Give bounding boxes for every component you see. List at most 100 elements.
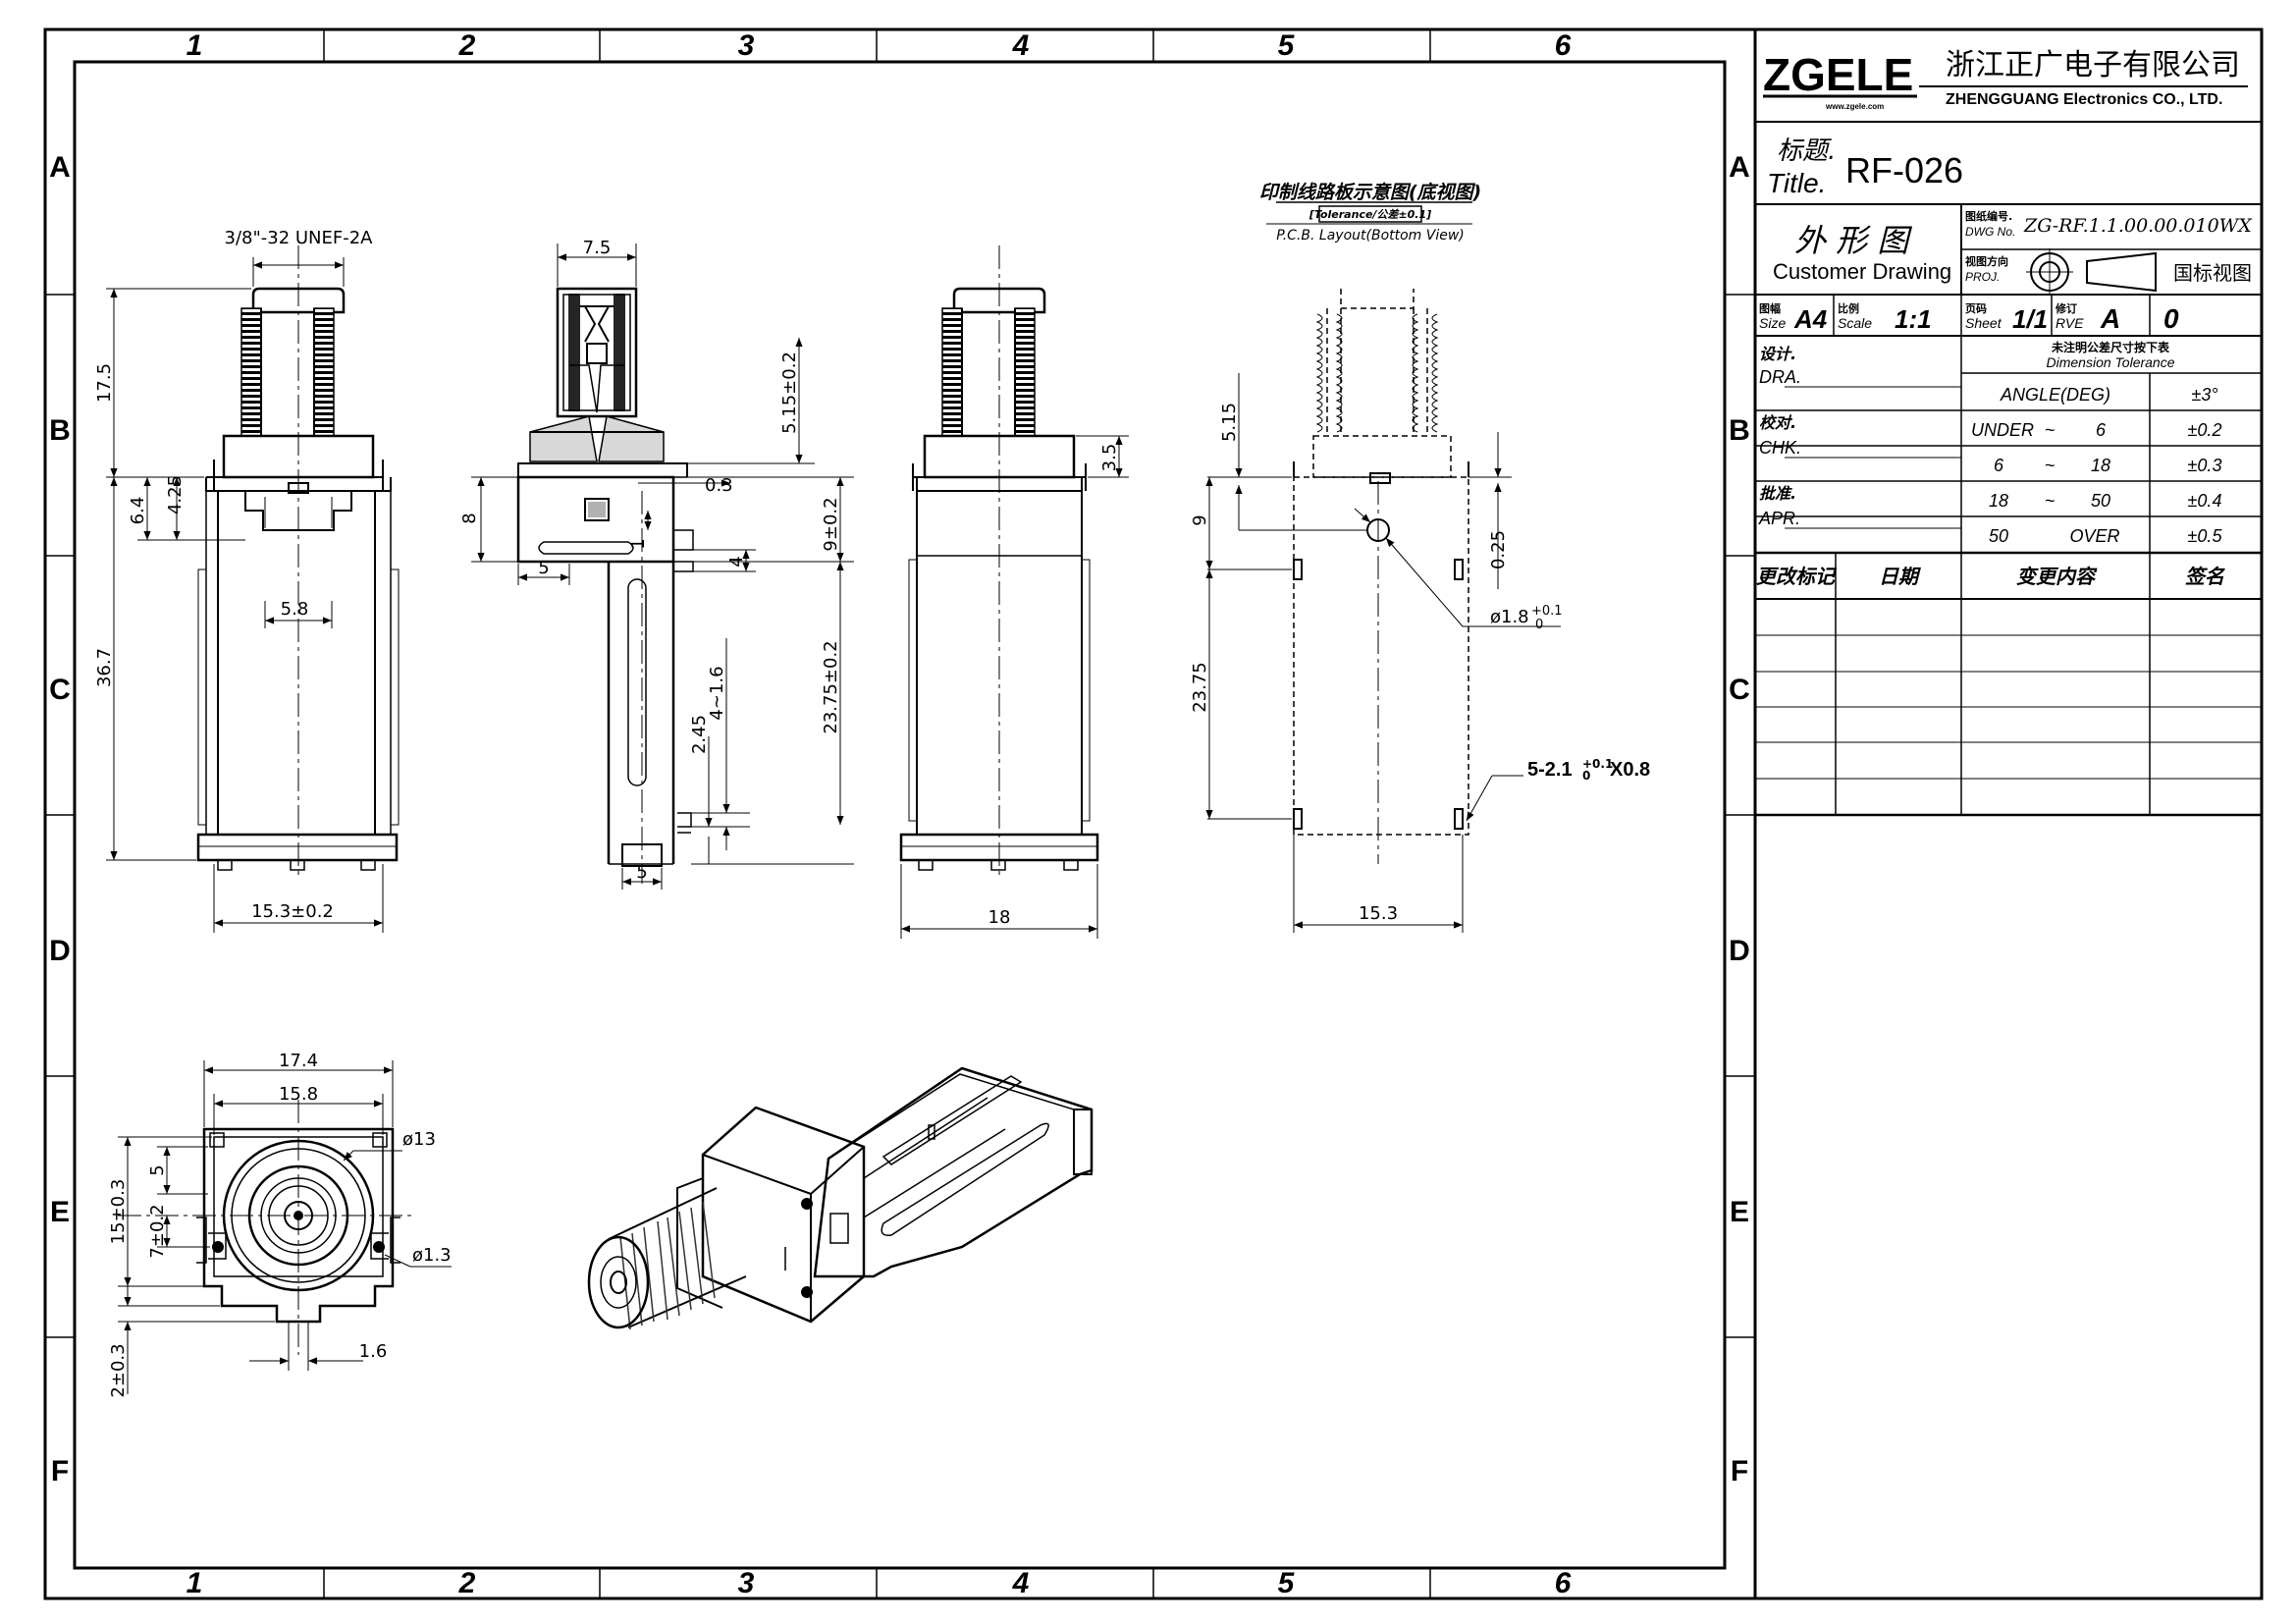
row-label-f-right: F (1731, 1455, 1748, 1488)
sheet-label-cn: 页码 (1965, 302, 1987, 315)
col-label-5: 5 (1278, 29, 1296, 62)
tol-row-2-sep: ~ (2045, 456, 2056, 475)
front-dim-36-7: 36.7 (94, 648, 115, 687)
company-name-en: ZHENGGUANG Electronics CO., LTD. (1946, 91, 2222, 108)
front-dim-15-3: 15.3±0.2 (251, 901, 334, 922)
row-label-e: E (50, 1196, 70, 1228)
pcb-view (1205, 289, 1561, 933)
dwg-no-label-cn: 图纸编号. (1965, 209, 2012, 223)
side-dim-8: 8 (459, 513, 480, 523)
pcb-dim-hole: ø1.8 (1490, 607, 1529, 627)
change-header-content: 变更内容 (2016, 565, 2098, 588)
scale-value: 1:1 (1895, 304, 1932, 334)
dwg-no-value: ZG-RF.1.1.00.00.010WX (2023, 215, 2253, 237)
col-label-4-bottom: 4 (1012, 1567, 1030, 1599)
front-dim-4-25: 4.25 (165, 475, 186, 514)
proj-label-en: PROJ. (1965, 270, 2000, 284)
title-value: RF-026 (1845, 150, 1963, 190)
col-label-5-bottom: 5 (1278, 1567, 1296, 1599)
size-value: A4 (1793, 304, 1828, 334)
tol-row-2-to: 18 (2091, 456, 2110, 475)
company-logo: ZGELE (1763, 49, 1913, 100)
role-apr-cn: 批准. (1759, 484, 1796, 503)
side-dim-5a: 5 (538, 558, 549, 578)
tol-row-4-from: 50 (1989, 526, 2008, 546)
row-label-c-right: C (1729, 674, 1750, 706)
top-dim-7: 7±0.2 (147, 1204, 168, 1258)
tol-row-3-to: 50 (2091, 491, 2110, 511)
tol-row-1-sep: ~ (2045, 420, 2056, 440)
front-dim-5-8: 5.8 (281, 599, 309, 620)
top-dim-1-3: ø1.3 (412, 1245, 452, 1266)
pcb-dim-hole-tol2: 0 (1535, 618, 1543, 632)
tol-row-3-from: 18 (1989, 491, 2008, 511)
pcb-dim-23-75: 23.75 (1190, 662, 1210, 713)
side-view (471, 243, 854, 890)
rev-label-en: RVE (2056, 315, 2084, 331)
change-header-sign: 签名 (2185, 565, 2225, 588)
company-name-cn: 浙江正广电子有限公司 (1946, 48, 2240, 82)
tolerance-header-cn: 未注明公差尺寸按下表 (2051, 340, 2170, 354)
pcb-slots-tol2: 0 (1582, 769, 1590, 783)
drawing-type-cn: 外 形 图 (1794, 222, 1912, 259)
role-dra-en: DRA. (1759, 367, 1801, 387)
pcb-slots-x: X0.8 (1610, 759, 1650, 781)
col-label-4: 4 (1012, 29, 1030, 62)
top-view (118, 1060, 452, 1394)
proj-label-cn: 视图方向 (1965, 254, 2008, 268)
col-label-1-bottom: 1 (187, 1567, 203, 1599)
pcb-slots: 5-2.1 (1527, 759, 1573, 781)
pcb-dim-5-15: 5.15 (1219, 403, 1240, 442)
title-label-cn: 标题. (1777, 136, 1836, 166)
side-dim-2-45: 2.45 (689, 715, 710, 754)
row-label-d: D (49, 935, 71, 967)
side-dim-9: 9±0.2 (821, 497, 841, 551)
isometric-view (587, 1066, 1094, 1330)
pcb-slots-tol: +0.1 (1582, 757, 1613, 771)
tol-row-3-tol: ±0.4 (2188, 491, 2222, 511)
company-url: www.zgele.com (1825, 102, 1884, 111)
tolerance-header-en: Dimension Tolerance (2047, 354, 2175, 370)
row-label-a: A (49, 151, 71, 184)
top-dim-5: 5 (147, 1164, 168, 1175)
scale-label-en: Scale (1838, 315, 1872, 331)
sheet-label-en: Sheet (1965, 315, 2002, 331)
top-dim-13: ø13 (402, 1129, 436, 1150)
col-label-1: 1 (187, 29, 203, 62)
top-dim-17-4: 17.4 (279, 1051, 318, 1071)
col-label-3-bottom: 3 (738, 1567, 755, 1599)
side-dim-7-5: 7.5 (583, 238, 612, 258)
side-dim-4: 4 (726, 556, 747, 567)
role-apr-en: APR. (1758, 509, 1800, 528)
pcb-dim-0-25: 0.25 (1488, 530, 1509, 569)
front-thread-label: 3/8"-32 UNEF-2A (225, 228, 374, 248)
rev-value: A (2100, 303, 2120, 334)
dwg-no-label-en: DWG No. (1965, 225, 2015, 239)
pcb-dim-15-3: 15.3 (1359, 903, 1398, 924)
col-label-6-bottom: 6 (1555, 1567, 1572, 1599)
column-ticks (45, 29, 1755, 1598)
role-dra-cn: 设计. (1759, 345, 1796, 363)
top-dim-15-8: 15.8 (279, 1084, 318, 1105)
front-dim-6-4: 6.4 (128, 497, 148, 525)
tol-row-3-sep: ~ (2045, 491, 2056, 511)
side-dim-0-3: 0.3 (705, 475, 733, 496)
thread-left (240, 307, 262, 437)
pcb-title-en: P.C.B. Layout(Bottom View) (1276, 228, 1465, 243)
tol-row-2-from: 6 (1994, 456, 2004, 475)
pcb-dim-9: 9 (1190, 514, 1210, 525)
rear-dim-18: 18 (988, 907, 1011, 928)
side-dim-23-75: 23.75±0.2 (821, 640, 841, 733)
thread-right (313, 307, 335, 437)
title-label-en: Title. (1767, 168, 1826, 198)
row-label-e-right: E (1730, 1196, 1749, 1228)
tol-value-angle: ±3° (2191, 385, 2217, 405)
side-dim-5b: 5 (636, 862, 647, 883)
row-label-c: C (49, 674, 71, 706)
tol-row-4-to: OVER (2069, 526, 2119, 546)
proj-value: 国标视图 (2173, 261, 2252, 285)
row-label-d-right: D (1729, 935, 1750, 967)
rear-view (899, 245, 1129, 939)
row-label-b-right: B (1729, 414, 1750, 447)
